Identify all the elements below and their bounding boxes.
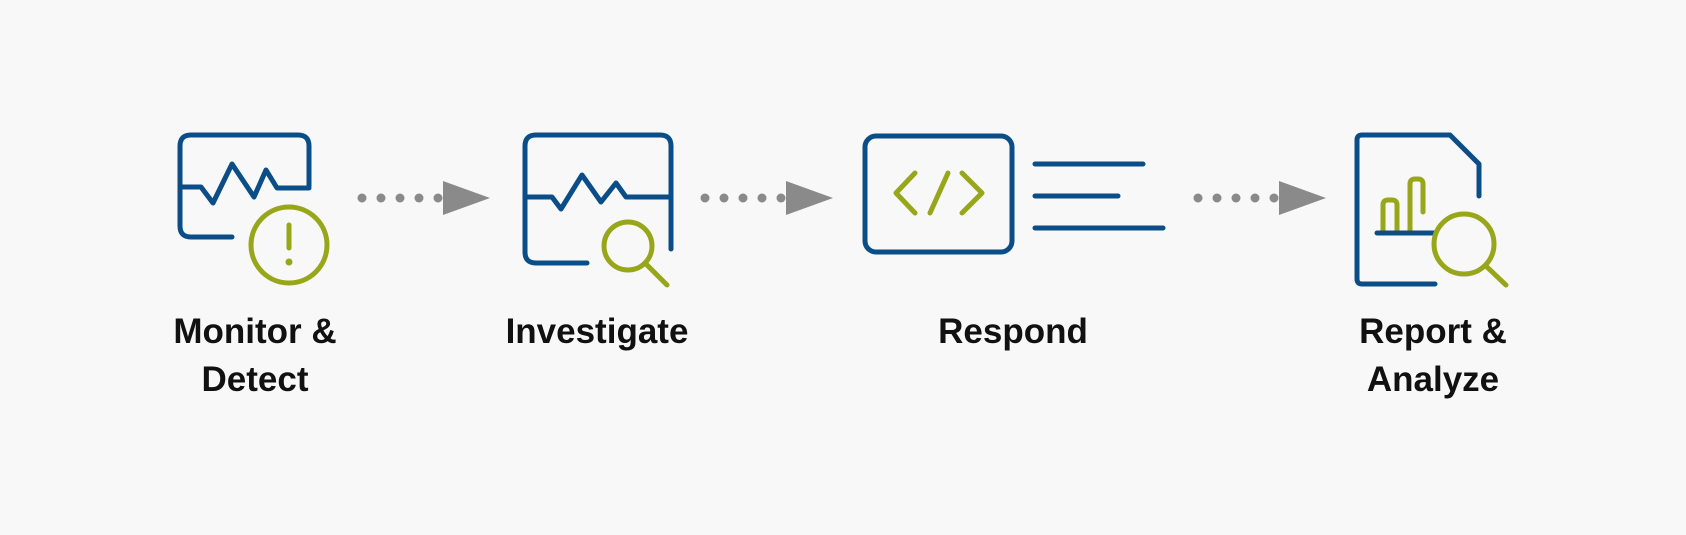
- monitor-search-icon: [522, 132, 674, 288]
- step-label-respond: Respond: [853, 308, 1173, 356]
- code-window-icon: [862, 133, 1166, 255]
- step-label-line: Monitor &: [173, 312, 337, 351]
- monitor-alert-icon: [177, 132, 330, 286]
- step-label-line: Detect: [201, 360, 309, 399]
- dotted-arrow-icon: [1193, 181, 1326, 215]
- step-label-line: Investigate: [505, 312, 689, 351]
- step-label-line: Respond: [938, 312, 1088, 351]
- dotted-arrow-icon: [700, 181, 833, 215]
- report-search-icon: [1354, 132, 1509, 288]
- step-label-investigate: Investigate: [437, 308, 757, 356]
- step-label-monitor-detect: Monitor & Detect: [95, 308, 415, 404]
- step-label-line: Analyze: [1366, 360, 1500, 399]
- step-label-line: Report &: [1359, 312, 1507, 351]
- dotted-arrow-icon: [357, 181, 490, 215]
- step-label-report-analyze: Report & Analyze: [1273, 308, 1593, 404]
